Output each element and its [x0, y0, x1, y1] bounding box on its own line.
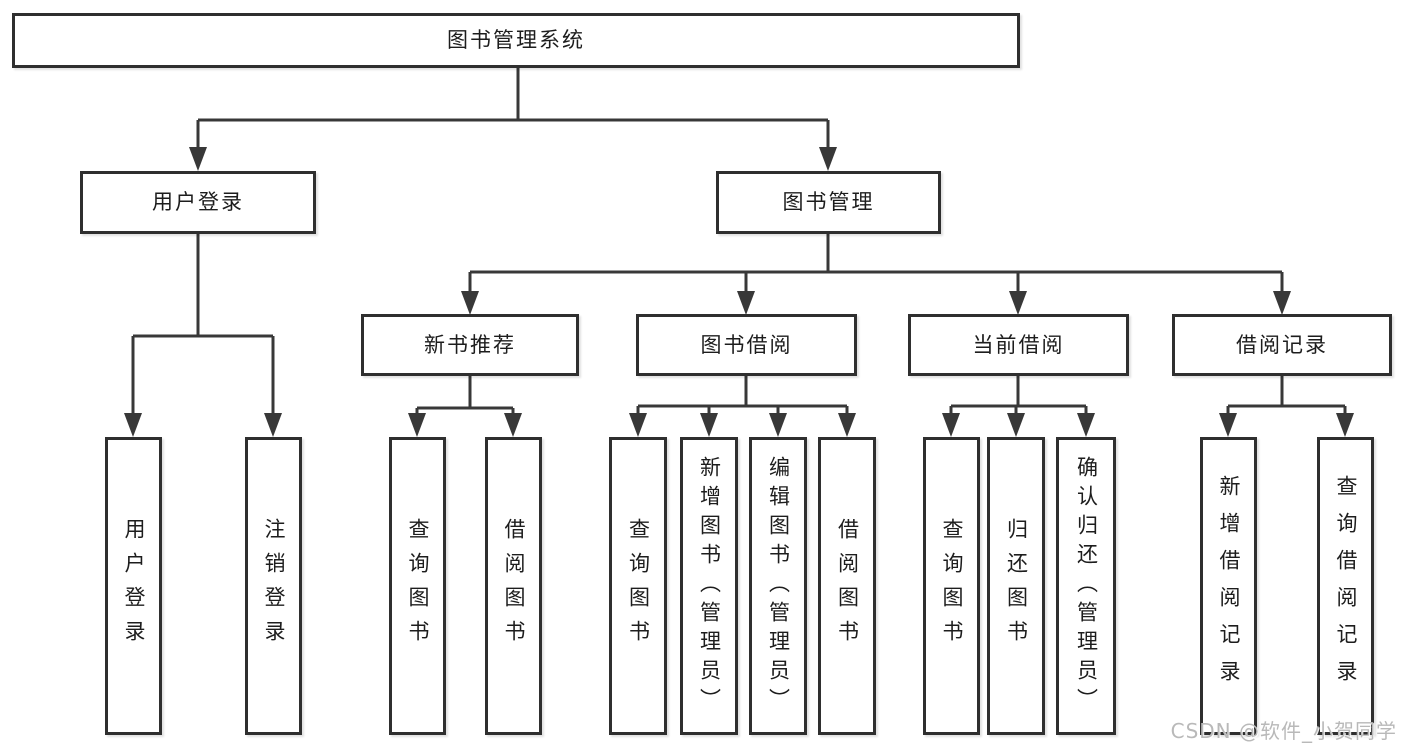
leaf-current-query-book: 查询图书 — [923, 437, 980, 735]
node-new-book-recommend: 新书推荐 — [361, 314, 579, 376]
node-book-management-label: 图书管理 — [782, 190, 875, 214]
node-book-borrow-label: 图书借阅 — [700, 332, 793, 357]
leaf-user-login: 用户登录 — [105, 437, 162, 735]
connector-book-borrow-split — [636, 376, 849, 416]
leaf-borrow-query-book-label: 查询图书 — [626, 518, 651, 654]
leaf-borrow-borrow-book: 借阅图书 — [818, 437, 876, 735]
node-user-login-label: 用户登录 — [152, 190, 244, 214]
leaf-current-confirm-return-admin-label: 确认归还（管理员） — [1074, 455, 1099, 717]
node-current-borrow: 当前借阅 — [908, 314, 1129, 376]
connector-current-borrow-split — [949, 376, 1088, 416]
leaf-borrow-query-book: 查询图书 — [609, 437, 667, 735]
leaf-newbook-borrow-book-label: 借阅图书 — [502, 518, 526, 654]
leaf-borrow-edit-book-admin-label: 编辑图书（管理员） — [766, 455, 791, 717]
leaf-current-confirm-return-admin: 确认归还（管理员） — [1056, 437, 1116, 735]
leaf-current-query-book-label: 查询图书 — [940, 518, 964, 654]
leaf-record-add-label: 新增借阅记录 — [1217, 475, 1241, 697]
leaf-borrow-add-book-admin: 新增图书（管理员） — [680, 437, 738, 735]
node-new-book-recommend-label: 新书推荐 — [424, 332, 516, 357]
leaf-newbook-query-book: 查询图书 — [389, 437, 446, 735]
leaf-newbook-borrow-book: 借阅图书 — [485, 437, 542, 735]
leaf-record-add: 新增借阅记录 — [1200, 437, 1257, 735]
node-book-management: 图书管理 — [716, 171, 941, 234]
connector-root-split — [196, 68, 830, 150]
leaf-newbook-query-book-label: 查询图书 — [406, 518, 430, 654]
leaf-current-return-book: 归还图书 — [987, 437, 1045, 735]
leaf-record-query-label: 查询借阅记录 — [1334, 475, 1358, 697]
leaf-logout: 注销登录 — [245, 437, 302, 735]
node-current-borrow-label: 当前借阅 — [972, 332, 1065, 357]
node-borrow-record: 借阅记录 — [1172, 314, 1392, 376]
node-book-borrow: 图书借阅 — [636, 314, 857, 376]
connector-new-book-split — [415, 376, 515, 416]
connector-book-management-split — [468, 234, 1284, 294]
leaf-borrow-edit-book-admin: 编辑图书（管理员） — [749, 437, 807, 735]
connector-borrow-record-split — [1226, 376, 1347, 416]
leaf-user-login-label: 用户登录 — [122, 518, 146, 654]
node-borrow-record-label: 借阅记录 — [1236, 332, 1328, 357]
csdn-watermark: CSDN @软件_小贺同学 — [1170, 719, 1397, 743]
leaf-record-query: 查询借阅记录 — [1317, 437, 1374, 735]
node-root: 图书管理系统 — [12, 13, 1020, 68]
leaf-borrow-borrow-book-label: 借阅图书 — [835, 518, 860, 654]
leaf-logout-label: 注销登录 — [262, 518, 286, 654]
node-user-login: 用户登录 — [80, 171, 316, 234]
connector-user-login-split — [131, 234, 275, 416]
node-root-label: 图书管理系统 — [447, 28, 585, 52]
leaf-current-return-book-label: 归还图书 — [1004, 518, 1029, 654]
leaf-borrow-add-book-admin-label: 新增图书（管理员） — [697, 455, 722, 717]
